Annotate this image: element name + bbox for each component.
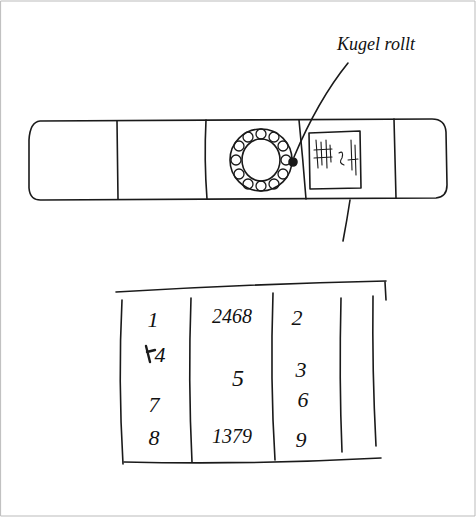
table-cell: 6 — [298, 388, 309, 412]
window-scribble — [314, 140, 358, 175]
table-cell: 5 — [232, 365, 244, 391]
table-line — [340, 298, 342, 452]
table-cell: 9 — [296, 428, 307, 452]
table-cell: 8 — [149, 426, 160, 450]
table-line — [124, 458, 381, 463]
pointer-line — [343, 200, 350, 241]
bar-outline — [29, 119, 447, 200]
table-cell: 7 — [149, 393, 160, 417]
table-line — [272, 293, 275, 460]
bead-row — [231, 129, 291, 191]
table-line — [116, 281, 386, 292]
table-cell: 1 — [148, 308, 159, 332]
bead-ring — [230, 129, 292, 191]
table-cell: 3 — [296, 358, 307, 382]
table-cell: 1379 — [212, 425, 252, 447]
bead-ring — [242, 139, 280, 181]
table-cell: 2468 — [212, 305, 252, 327]
table-line — [385, 282, 386, 300]
table-cell: 4 — [155, 343, 166, 367]
table-line — [373, 296, 376, 446]
bar-divider — [205, 120, 207, 199]
scribble-mark — [146, 346, 155, 362]
table-line — [190, 298, 192, 462]
table-line — [120, 300, 123, 464]
display-window — [309, 131, 361, 189]
table-cell: 2 — [292, 306, 303, 330]
bar-divider — [117, 121, 118, 199]
callout-label: Kugel rollt — [337, 35, 415, 55]
ball-dot — [289, 158, 297, 166]
bar-divider — [394, 119, 396, 198]
